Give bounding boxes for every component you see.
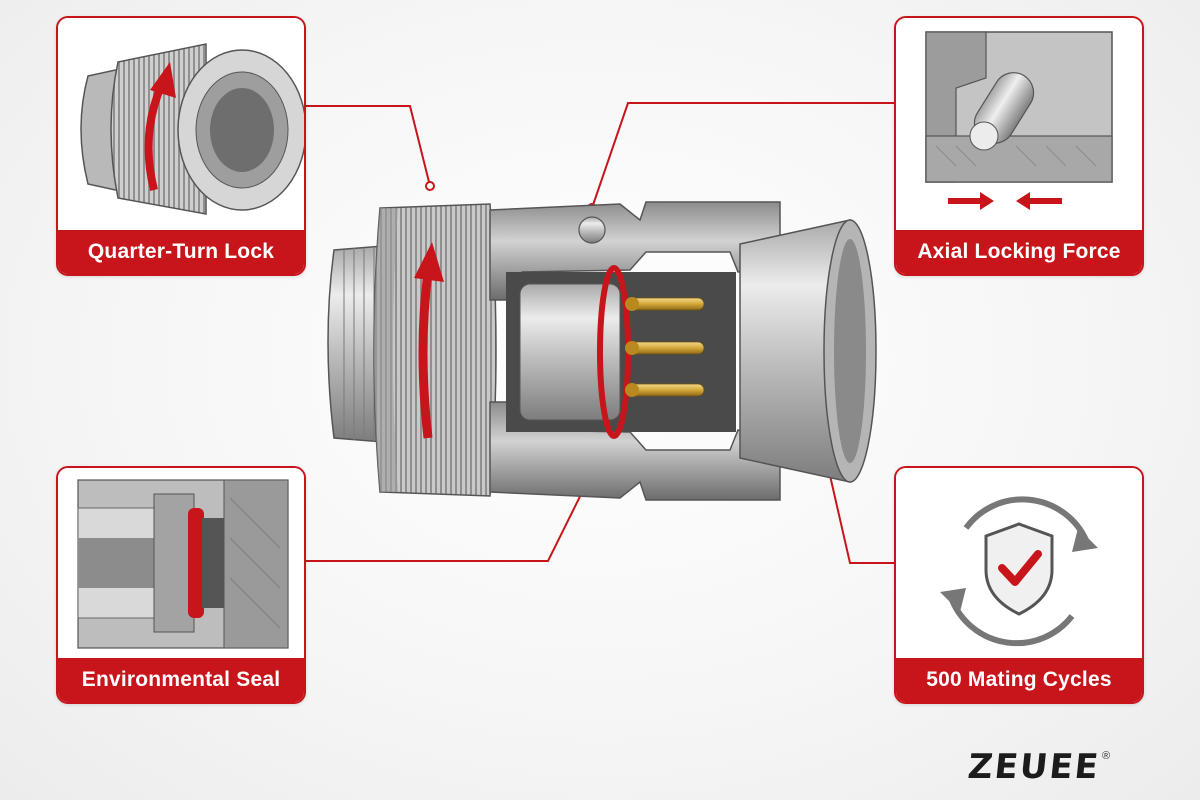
- feature-panel-quarter-turn-lock: Quarter-Turn Lock: [56, 16, 306, 276]
- axial-force-icon: [896, 18, 1142, 230]
- feature-panel-axial-locking-force: Axial Locking Force: [894, 16, 1144, 276]
- panel-label-environmental-seal: Environmental Seal: [58, 658, 304, 702]
- panel-label-quarter-turn-lock: Quarter-Turn Lock: [58, 230, 304, 274]
- checkmark-icon: [998, 550, 1042, 586]
- leader-mating-cycles: [825, 457, 894, 564]
- rear-thread: [327, 245, 385, 443]
- contact-insert: [519, 283, 621, 421]
- locking-ball: [578, 216, 606, 244]
- shield-icon: [984, 522, 1054, 616]
- feature-panel-mating-cycles: 500 Mating Cycles: [894, 466, 1144, 704]
- mating-cycles-icon: [896, 468, 1142, 658]
- brand-name: ZEUEE: [965, 747, 1103, 787]
- panel-label-mating-cycles: 500 Mating Cycles: [896, 658, 1142, 702]
- rotation-arrow: [418, 271, 433, 439]
- environmental-seal-icon: [58, 468, 304, 658]
- contact-pins: [625, 297, 705, 397]
- leader-quarter-turn: [302, 105, 431, 187]
- panel-label-axial-locking-force: Axial Locking Force: [896, 230, 1142, 274]
- quarter-turn-lock-icon: [58, 18, 304, 230]
- brand-logo: ZEUEE ®: [965, 744, 1111, 790]
- connector-cutaway-illustration: [327, 201, 877, 501]
- leader-axial-force: [591, 102, 894, 209]
- registered-mark: ®: [1101, 750, 1111, 762]
- anchor-quarter-turn: [425, 181, 435, 191]
- feature-panel-environmental-seal: Environmental Seal: [56, 466, 306, 704]
